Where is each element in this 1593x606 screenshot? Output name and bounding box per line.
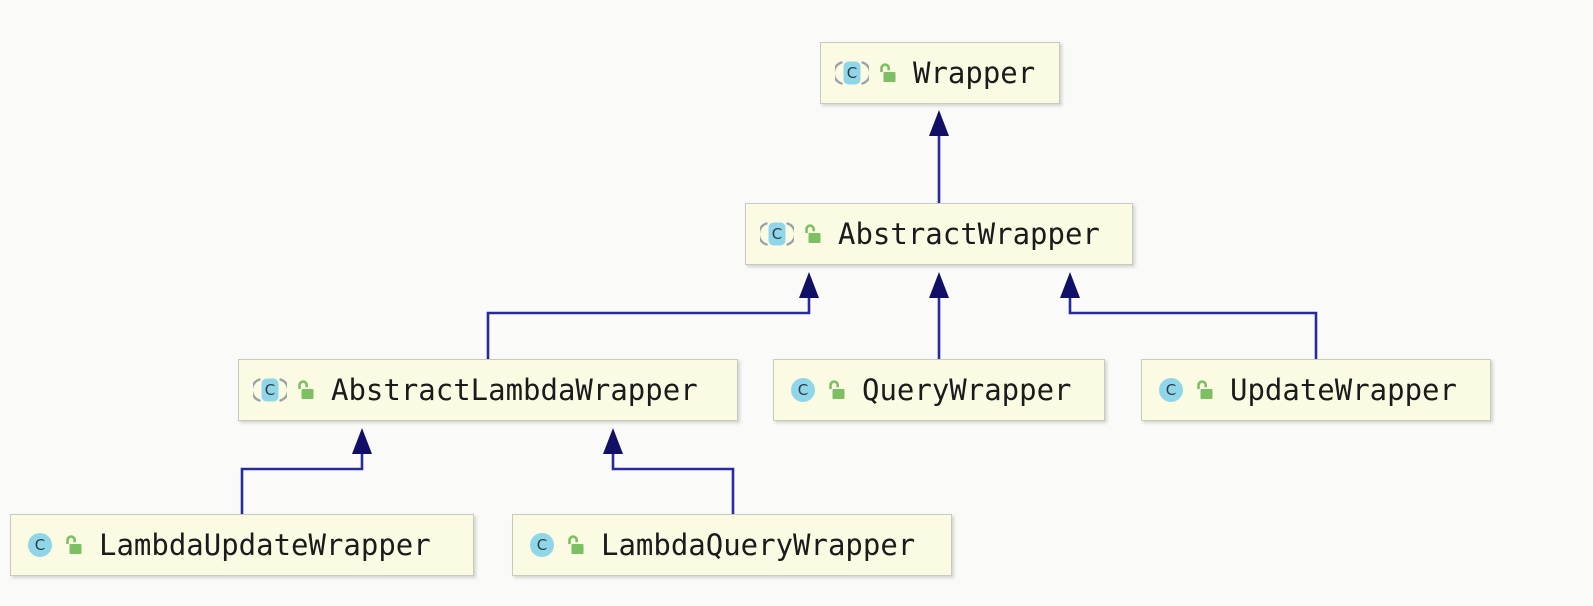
svg-text:C: C bbox=[847, 64, 857, 82]
unlocked-padlock-icon bbox=[1197, 380, 1213, 399]
edge-abstractwrapper-to-wrapper bbox=[929, 110, 949, 203]
class-icon: C bbox=[1159, 378, 1183, 402]
class-node-abstract-wrapper[interactable]: C AbstractWrapper bbox=[745, 203, 1133, 265]
class-node-update-wrapper[interactable]: C UpdateWrapper bbox=[1141, 359, 1491, 421]
class-node-abstract-lambda-wrapper[interactable]: C AbstractLambdaWrapper bbox=[238, 359, 738, 421]
edge-lambdaquerywrapper-to-abstractlambdawrapper bbox=[603, 428, 735, 514]
svg-text:C: C bbox=[1166, 381, 1176, 399]
class-icon: C bbox=[28, 533, 52, 557]
class-name-label: LambdaUpdateWrapper bbox=[99, 528, 431, 562]
class-node-lambda-query-wrapper[interactable]: C LambdaQueryWrapper bbox=[512, 514, 952, 576]
edge-updatewrapper-to-abstractwrapper bbox=[1060, 272, 1318, 359]
svg-text:C: C bbox=[265, 381, 275, 399]
svg-text:C: C bbox=[798, 381, 808, 399]
edge-lambdaupdatewrapper-to-abstractlambdawrapper bbox=[240, 428, 372, 514]
abstract-class-icon: C bbox=[760, 222, 794, 246]
unlocked-padlock-icon bbox=[66, 535, 82, 554]
svg-text:C: C bbox=[772, 225, 782, 243]
abstract-class-icon: C bbox=[835, 61, 869, 85]
node-icon-group: C bbox=[527, 530, 585, 560]
node-icon-group: C bbox=[25, 530, 83, 560]
class-icon: C bbox=[791, 378, 815, 402]
edge-abstractlambdawrapper-to-abstractwrapper bbox=[486, 272, 819, 359]
edge-querywrapper-to-abstractwrapper bbox=[929, 272, 949, 359]
abstract-class-icon: C bbox=[253, 378, 287, 402]
class-name-label: UpdateWrapper bbox=[1230, 373, 1457, 407]
node-icon-group: C bbox=[835, 58, 897, 88]
class-name-label: Wrapper bbox=[913, 56, 1036, 90]
class-name-label: LambdaQueryWrapper bbox=[601, 528, 916, 562]
class-name-label: QueryWrapper bbox=[862, 373, 1072, 407]
unlocked-padlock-icon bbox=[298, 380, 314, 399]
class-node-lambda-update-wrapper[interactable]: C LambdaUpdateWrapper bbox=[10, 514, 474, 576]
node-icon-group: C bbox=[788, 375, 846, 405]
unlocked-padlock-icon bbox=[829, 380, 845, 399]
svg-text:C: C bbox=[35, 536, 45, 554]
unlocked-padlock-icon bbox=[805, 224, 821, 243]
node-icon-group: C bbox=[1156, 375, 1214, 405]
class-icon: C bbox=[530, 533, 554, 557]
node-icon-group: C bbox=[760, 219, 822, 249]
unlocked-padlock-icon bbox=[568, 535, 584, 554]
class-name-label: AbstractWrapper bbox=[838, 217, 1100, 251]
class-node-query-wrapper[interactable]: C QueryWrapper bbox=[773, 359, 1105, 421]
svg-text:C: C bbox=[537, 536, 547, 554]
unlocked-padlock-icon bbox=[880, 63, 896, 82]
class-name-label: AbstractLambdaWrapper bbox=[331, 373, 698, 407]
class-node-wrapper[interactable]: C Wrapper bbox=[820, 42, 1060, 104]
node-icon-group: C bbox=[253, 375, 315, 405]
